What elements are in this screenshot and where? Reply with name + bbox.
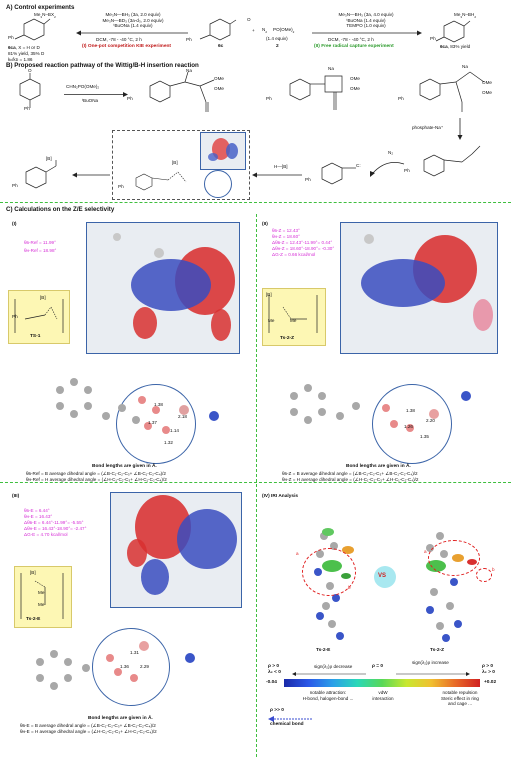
step-reagent: CHN₂PO(OMe)₂	[66, 84, 100, 89]
divider-middle	[0, 482, 511, 483]
iri-repulsion-note: notable repulsion Steric effect in ring …	[441, 690, 479, 707]
intermediate-2-structure	[289, 75, 343, 110]
panel-iii-orbital-view	[110, 492, 242, 608]
iri-scale-min: -0.04	[266, 680, 277, 685]
divider-top	[0, 202, 511, 203]
iri-left-highlight	[302, 548, 356, 596]
panel-iii-tag: (III)	[12, 494, 20, 499]
panel-ii-def-h: θʜ-Z = H average dihedral angle = (∠H-C₁…	[282, 477, 419, 482]
iri-color-scale	[284, 679, 480, 687]
carbene-structure	[321, 162, 356, 185]
left-kie: kₕ/kᴅ = 1.86	[8, 57, 33, 62]
panel-iii-values: θʙ-E = 6.44° θʜ-E = 16.43° Δθʙ-E = 6.44°…	[24, 508, 87, 537]
right-conditions: Me₃N—BH₃ (3a, 4.0 equiv) ᵗBuONa (1.4 equ…	[338, 12, 394, 29]
panel-ii-molecule	[290, 384, 471, 432]
iri-right-highlight	[428, 540, 480, 576]
right-arrow	[312, 30, 422, 36]
reagent-2-equiv: (1.4 equiv)	[266, 36, 288, 41]
panel-ii-values: θʙ-Z = 12.43° θʜ-Z = 18.60° Δθʙ-Z = 12.4…	[272, 228, 335, 257]
reagent-2-label: 2	[276, 44, 279, 49]
vs-badge	[374, 566, 396, 588]
panel-i-note: Bond lengths are given in Å.	[92, 464, 157, 469]
panel-ii-note: Bond lengths are given in Å.	[346, 464, 411, 469]
left-product-caption: 6ca, X = H or D	[8, 45, 40, 50]
step-base: ᵗBuONa	[82, 98, 99, 103]
panel-ii-orbital-view	[340, 222, 498, 354]
intermediate-3-structure	[419, 71, 485, 112]
panel-iii-note: Bond lengths are given in Å.	[88, 716, 153, 721]
final-product-structure	[25, 160, 57, 189]
panel-i-molecule	[56, 378, 219, 434]
diazo-intermediate-structure	[423, 145, 481, 177]
right-experiment-label: (II) Free radical capture experiment	[314, 44, 394, 49]
ts-dashed-box	[112, 130, 250, 200]
left-yield: 81% yield, 35% D	[8, 51, 45, 56]
section-a-title: A) Control experiments	[6, 4, 75, 11]
left-conditions: Me₃N—BH₃ (3a, 2.0 equiv) Me₃N—BD₃ (3a-d₃…	[102, 12, 164, 29]
panel-i-ts-box	[8, 290, 70, 344]
panel-ii-ts-label: Ts-2-Z	[280, 336, 295, 341]
left-arrow	[76, 30, 188, 36]
panel-ii-tag: (II)	[262, 222, 268, 227]
left-experiment-label: (I) One-pot competition KIE experiment	[82, 44, 172, 49]
panel-iii-ts-box	[14, 566, 72, 628]
sm-6c-structure	[199, 18, 237, 41]
panel-i-theta-b: θʙ-Ref = 11.99°	[24, 240, 56, 245]
panel-iv-tag: (IV) IRI Analysis	[262, 494, 299, 499]
iri-chemical-bond: chemical bond	[270, 722, 304, 727]
iri-left-label: Ts-2-E	[316, 648, 331, 653]
product-6ca-structure-left	[14, 18, 51, 41]
panel-iii-def-h: θʜ-E = H average dihedral angle = (∠H-C₁…	[20, 729, 157, 734]
panel-i-def-b: θʙ-Ref = B average dihedral angle = (∠B-…	[26, 471, 166, 476]
n2-label: N₂	[388, 150, 394, 155]
section-b-title: B) Proposed reaction pathway of the Witt…	[6, 62, 199, 69]
ts-structure	[135, 171, 187, 191]
ketone-structure	[19, 73, 41, 108]
panel-i-theta-h: θʜ-Ref = 18.98°	[24, 248, 57, 253]
panel-ii-zoom-circle	[372, 384, 452, 464]
vs-label: VS	[378, 573, 387, 579]
hb-label: H—[B]	[274, 164, 288, 169]
intermediate-1-structure	[149, 71, 215, 112]
sm-label: 6c	[218, 44, 224, 49]
panel-iii-def-b: θʙ-E = B average dihedral angle = (∠B-C₁…	[20, 723, 156, 728]
iri-attraction-note: notable attraction: H-bond, halogen-bond…	[302, 690, 354, 701]
divider-vertical	[256, 214, 257, 757]
panel-iii-ts-label: Ts-2-E	[26, 617, 41, 622]
iri-vdw-note: vdW interaction	[372, 690, 394, 701]
panel-iii-molecule	[36, 641, 195, 690]
panel-i-tag: (I)	[12, 222, 17, 227]
section-c-title: C) Calculations on the Z/E selectivity	[6, 206, 115, 213]
panel-iii-zoom-circle	[92, 628, 170, 706]
panel-i-def-h: θʜ-Ref = H average dihedral angle = (∠H-…	[26, 477, 167, 482]
phosphate-label: phosphate-Na⁺	[412, 125, 444, 130]
ts-orbital-inset	[200, 132, 246, 170]
panel-i-ts-label: TS-1	[30, 334, 41, 339]
iri-scale-max: +0.02	[484, 680, 497, 685]
right-product-caption: 6ca, 83% yield	[440, 44, 471, 49]
panel-ii-def-b: θʙ-Z = B average dihedral angle = (∠B-C₁…	[282, 471, 418, 476]
panel-i-orbital-view	[86, 222, 240, 354]
panel-ii-ts-box	[262, 288, 326, 346]
iri-right-label: Ts-2-Z	[430, 648, 445, 653]
panel-i-zoom-circle	[116, 384, 196, 464]
product-6ca-structure-right	[435, 20, 471, 43]
